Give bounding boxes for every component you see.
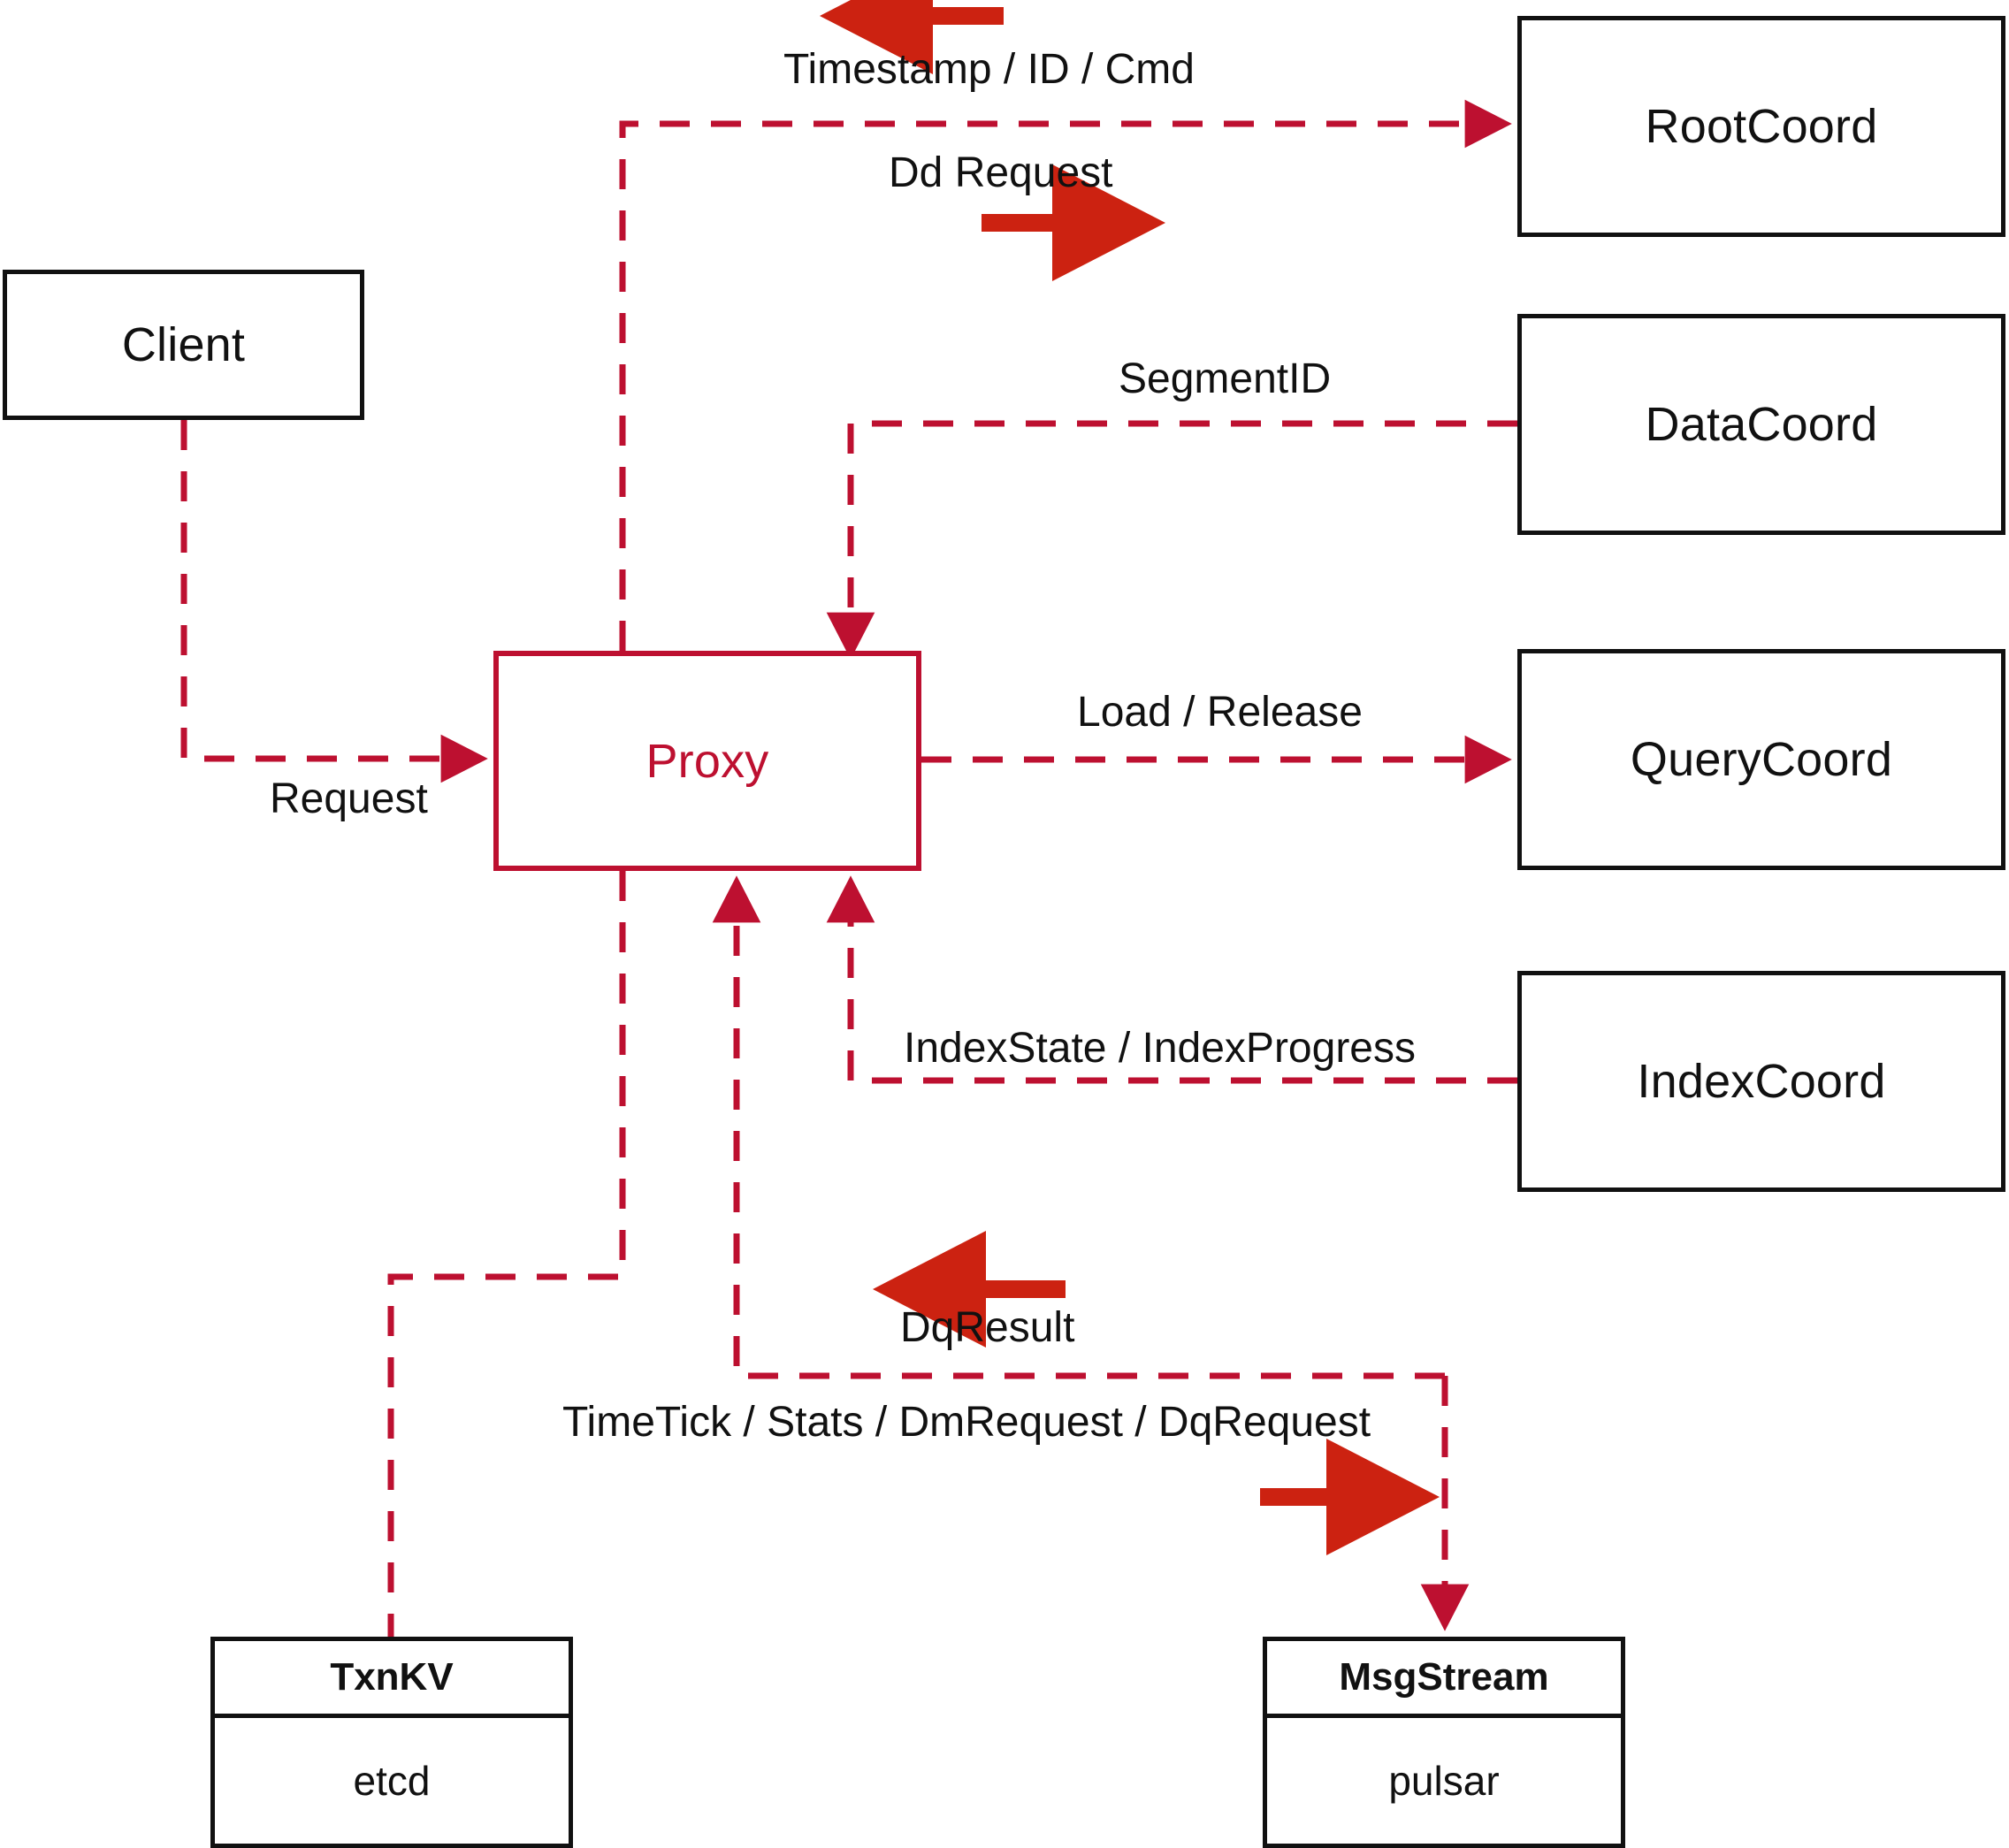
- node-rootcoord-label: RootCoord: [1645, 100, 1878, 153]
- storage-txnkv-body: etcd: [215, 1718, 569, 1844]
- node-indexcoord-label: IndexCoord: [1637, 1055, 1886, 1108]
- storage-msgstream[interactable]: MsgStream pulsar: [1263, 1637, 1625, 1848]
- node-client[interactable]: Client: [3, 270, 364, 420]
- node-indexcoord[interactable]: IndexCoord: [1517, 971, 2005, 1192]
- node-client-label: Client: [121, 318, 246, 371]
- storage-msgstream-title: MsgStream: [1339, 1655, 1549, 1699]
- node-querycoord-label: QueryCoord: [1630, 733, 1893, 786]
- node-querycoord[interactable]: QueryCoord: [1517, 649, 2005, 870]
- edge-label-index-state-progress: IndexState / IndexProgress: [904, 1025, 1416, 1072]
- node-proxy[interactable]: Proxy: [493, 651, 921, 871]
- node-rootcoord[interactable]: RootCoord: [1517, 16, 2005, 237]
- edge-label-request: Request: [270, 775, 428, 822]
- edge-label-timestamp-id-cmd: Timestamp / ID / Cmd: [783, 46, 1195, 93]
- storage-txnkv-header: TxnKV: [215, 1641, 569, 1718]
- edge-label-timetick-stats: TimeTick / Stats / DmRequest / DqRequest: [562, 1399, 1371, 1446]
- node-datacoord-label: DataCoord: [1645, 398, 1878, 451]
- wire-datacoord-to-proxy: [826, 420, 1517, 660]
- wire-msgstream-to-proxy: [712, 875, 1445, 1379]
- storage-msgstream-body: pulsar: [1267, 1718, 1621, 1844]
- edge-label-dq-result: DqResult: [900, 1304, 1075, 1351]
- edge-label-dd-request: Dd Request: [889, 149, 1113, 196]
- edge-label-segment-id: SegmentID: [1119, 355, 1332, 402]
- node-proxy-label: Proxy: [645, 734, 769, 788]
- node-datacoord[interactable]: DataCoord: [1517, 314, 2005, 535]
- storage-msgstream-impl: pulsar: [1388, 1758, 1500, 1804]
- storage-txnkv-impl: etcd: [353, 1758, 431, 1804]
- wire-client-to-proxy: [180, 420, 488, 783]
- storage-txnkv[interactable]: TxnKV etcd: [210, 1637, 573, 1848]
- edge-label-load-release: Load / Release: [1077, 689, 1363, 736]
- wire-proxy-to-rootcoord: [619, 99, 1512, 651]
- storage-msgstream-header: MsgStream: [1267, 1641, 1621, 1718]
- storage-txnkv-title: TxnKV: [330, 1655, 454, 1699]
- wire-proxy-to-txnkv: [387, 871, 626, 1637]
